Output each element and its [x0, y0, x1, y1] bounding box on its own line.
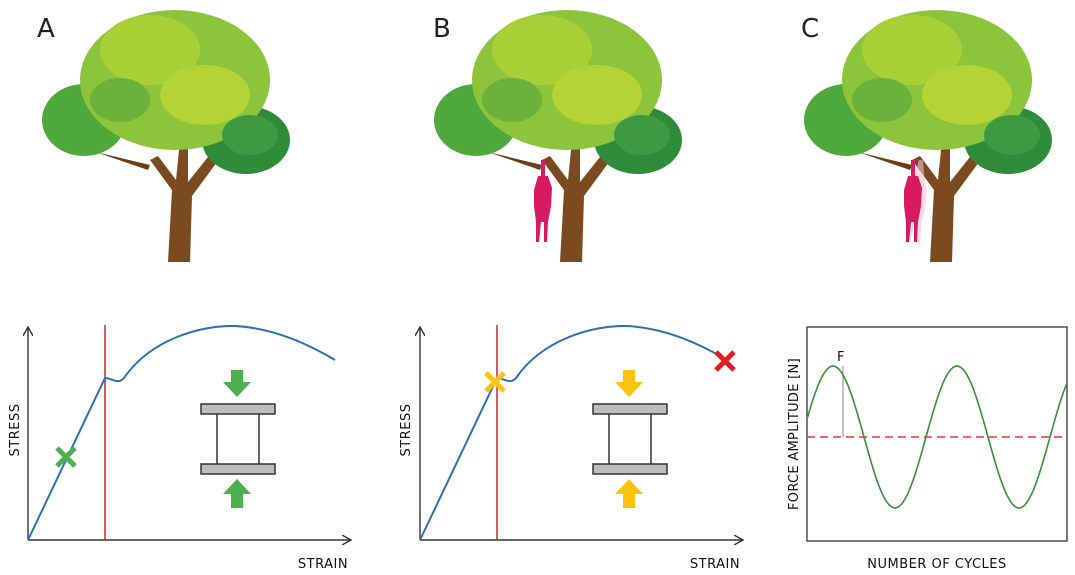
- y-axis-label: STRESS: [8, 404, 23, 457]
- tree-branch: [858, 152, 912, 170]
- tree-c: [804, 10, 1052, 262]
- yield-point-marker: [484, 371, 506, 393]
- force-amplitude-label: F: [837, 350, 845, 365]
- tree-a: [42, 10, 290, 262]
- y-axis-label: FORCE AMPLITUDE [N]: [787, 358, 802, 510]
- x-axis-label: STRAIN: [690, 557, 740, 572]
- stress-strain-chart-b: STRESS STRAIN: [399, 324, 742, 572]
- y-axis-label: STRESS: [399, 404, 414, 457]
- tree-trunk: [150, 140, 220, 262]
- tree-trunk: [542, 140, 612, 262]
- stress-strain-chart-a: STRESS STRAIN: [8, 324, 350, 572]
- panel-letter-a: A: [37, 14, 55, 44]
- tree-branch: [488, 152, 542, 170]
- panel-letter-b: B: [433, 14, 451, 44]
- x-axis-label: NUMBER OF CYCLES: [867, 557, 1006, 572]
- stress-strain-curve: [27, 324, 336, 541]
- force-sine-wave: [806, 365, 1068, 509]
- tree-trunk: [912, 140, 982, 262]
- panel-letter-c: C: [801, 14, 819, 44]
- plot-frame: [806, 326, 1068, 542]
- tree-b: [434, 10, 682, 262]
- compression-specimen-icon: [200, 370, 276, 508]
- fatigue-chart: FORCE AMPLITUDE [N] NUMBER OF CYCLES F: [787, 326, 1068, 572]
- loading-point-marker: [55, 446, 77, 468]
- tree-foliage: [434, 10, 682, 174]
- arrow-down-icon: [223, 370, 251, 397]
- tree-foliage: [42, 10, 290, 174]
- arrow-up-icon: [615, 479, 643, 508]
- panel-a: A STRESS STRAIN: [8, 10, 350, 572]
- swinging-person-icon: [904, 159, 927, 245]
- x-axis-label: STRAIN: [298, 557, 348, 572]
- stress-strain-curve: [419, 324, 728, 541]
- panel-b: B STRESS STRAIN: [399, 10, 742, 572]
- arrow-up-icon: [223, 479, 251, 508]
- arrow-down-icon: [615, 370, 643, 397]
- tree-branch: [96, 152, 150, 170]
- panel-c: C FORCE AMPLITUDE [N] NUMBER OF CYCLES: [787, 10, 1068, 572]
- compression-specimen-icon: [592, 370, 668, 508]
- failure-point-marker: [714, 350, 736, 372]
- hanging-person-icon: [534, 160, 552, 242]
- tree-foliage: [804, 10, 1052, 174]
